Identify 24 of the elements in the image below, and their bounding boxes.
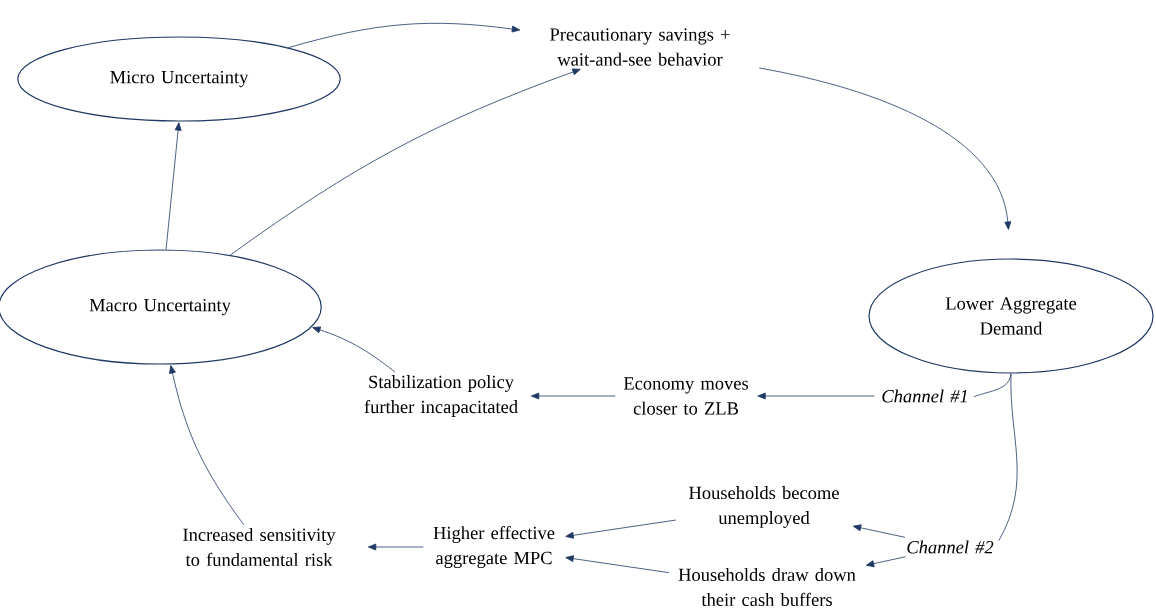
arrow [367,543,424,551]
text-label: Precautionary savings + wait-and-see behavior [550,28,730,66]
arrow [169,365,245,526]
arrow [565,519,677,539]
text-label: Households draw down their cash buffers [678,568,856,606]
arrow [229,68,581,256]
text-label: Households become unemployed [689,486,839,528]
arrow [865,556,906,568]
text-label: Stabilization policy further incapacitated [364,375,518,417]
text-label: Increased sensitivity to fundamental risk [183,528,336,566]
arrow [757,392,875,400]
ellipse-node: Micro Uncertainty [17,36,341,122]
arrow [565,555,670,574]
arrow [530,392,616,400]
arrow [758,67,1012,230]
ellipse-node: Lower Aggregate Demand [868,258,1154,374]
arrow [165,122,182,250]
arrow [312,326,396,373]
text-label: Channel #1 [882,389,967,403]
text-label: Channel #2 [907,540,994,554]
text-label: Economy moves closer to ZLB [623,377,749,415]
text-label: Higher effective aggregate MPC [433,526,555,568]
arrow [288,22,521,49]
arrow [852,524,906,538]
